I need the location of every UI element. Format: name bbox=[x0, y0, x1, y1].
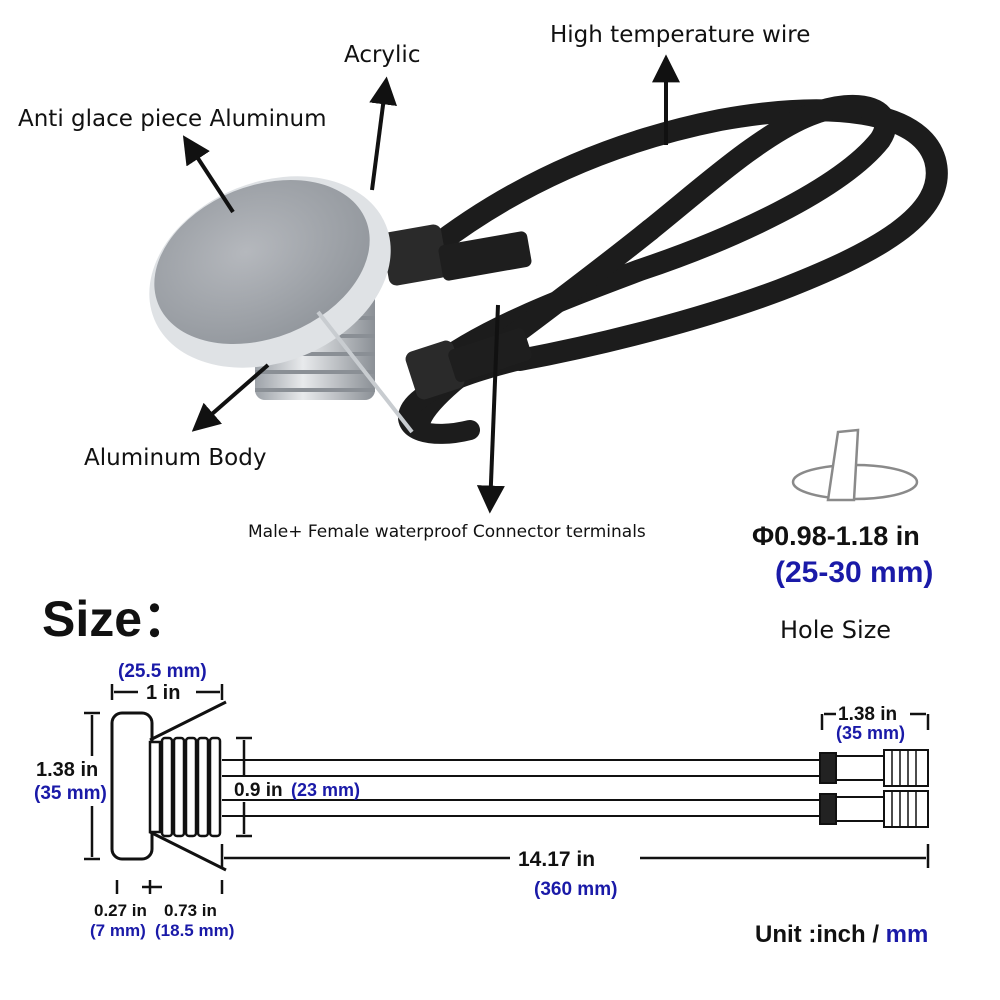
callout-acrylic: Acrylic bbox=[344, 42, 420, 68]
thread-length-mm: (18.5 mm) bbox=[155, 921, 234, 940]
connector-male bbox=[382, 224, 532, 286]
arrow-aluminum-body bbox=[191, 363, 270, 432]
arrow-anti-glare bbox=[182, 135, 235, 214]
body-dia-mm: (23 mm) bbox=[291, 780, 360, 800]
head-height-in: 1.38 in bbox=[36, 759, 98, 781]
lamp-head bbox=[149, 176, 391, 368]
flange-depth-mm: (7 mm) bbox=[90, 921, 146, 940]
unit-note: Unit :inch / mm bbox=[755, 921, 928, 948]
hole-diameter-in: Φ0.98-1.18 in bbox=[752, 521, 920, 551]
head-width-mm: (25.5 mm) bbox=[118, 661, 207, 682]
callout-arrows bbox=[182, 54, 680, 514]
arrow-connector bbox=[476, 304, 505, 514]
callout-high-temp-wire: High temperature wire bbox=[550, 22, 810, 48]
callout-connector-terminals: Male+ Female waterproof Connector termin… bbox=[248, 522, 646, 542]
cable-length-mm: (360 mm) bbox=[534, 879, 617, 900]
connector-female bbox=[405, 328, 532, 400]
drawing-thread bbox=[148, 736, 222, 838]
arrow-acrylic bbox=[369, 76, 398, 191]
head-height-mm: (35 mm) bbox=[34, 783, 107, 804]
callout-anti-glare: Anti glace piece Aluminum bbox=[18, 106, 327, 132]
flange-depth-in: 0.27 in bbox=[94, 901, 147, 920]
hole-illustration bbox=[791, 428, 919, 502]
hole-diameter-mm: (25-30 mm) bbox=[775, 556, 933, 589]
callout-aluminum-body: Aluminum Body bbox=[84, 445, 266, 471]
hole-size-caption: Hole Size bbox=[780, 616, 891, 644]
thread-length-in: 0.73 in bbox=[164, 901, 217, 920]
dimension-lines bbox=[84, 684, 930, 894]
connector-length-in: 1.38 in bbox=[838, 704, 897, 725]
cable-length-in: 14.17 in bbox=[518, 848, 595, 871]
size-title: Size： bbox=[42, 591, 192, 647]
connector-length-mm: (35 mm) bbox=[836, 723, 905, 743]
drawing-head bbox=[110, 711, 154, 861]
drawing-connectors bbox=[819, 749, 929, 828]
unit-mm: mm bbox=[886, 921, 929, 948]
spring-pin bbox=[316, 310, 414, 434]
product-illustration bbox=[149, 94, 948, 444]
unit-prefix: Unit :inch / bbox=[755, 921, 886, 948]
dimension-drawing bbox=[84, 684, 930, 894]
body-dia-in: 0.9 in bbox=[234, 780, 283, 801]
drawing-cables bbox=[222, 759, 820, 817]
head-width-in: 1 in bbox=[146, 682, 180, 704]
